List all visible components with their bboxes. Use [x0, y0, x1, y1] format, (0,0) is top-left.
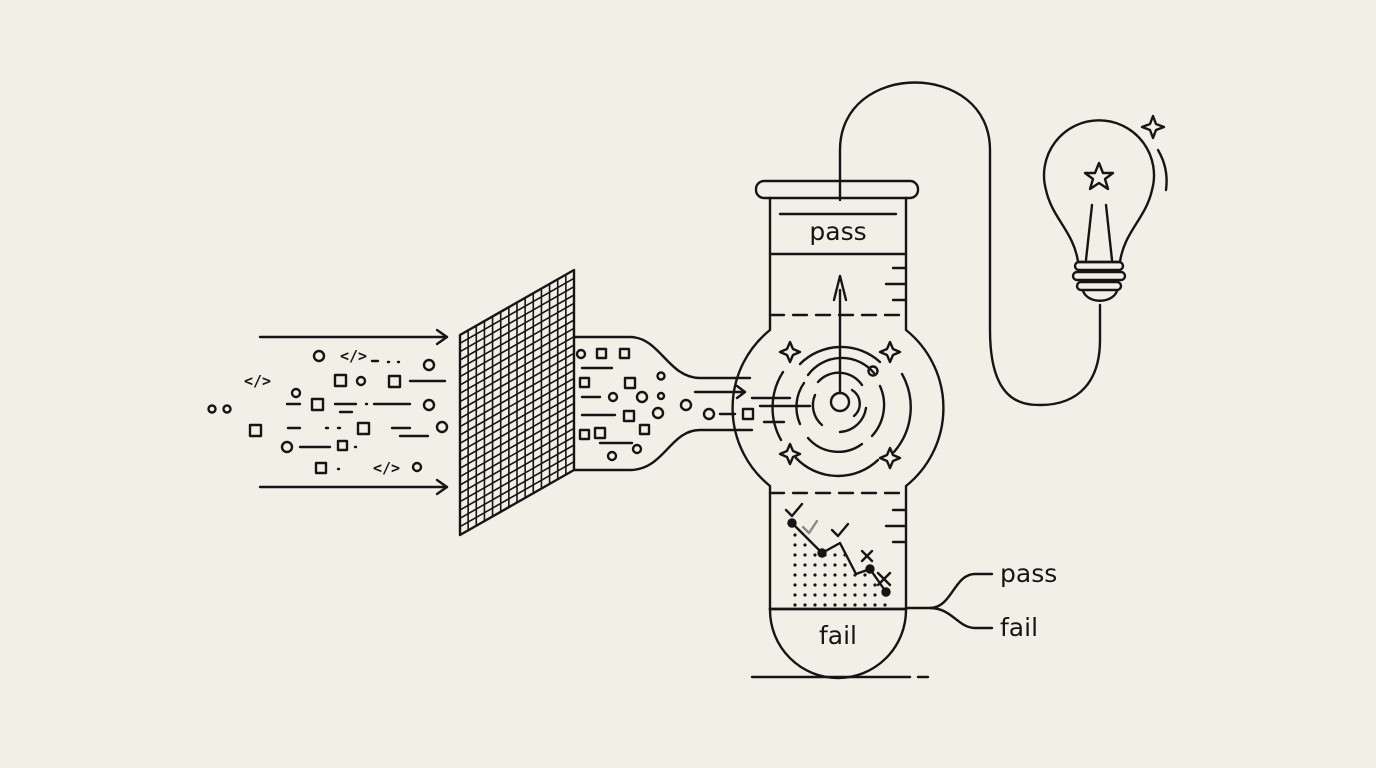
grid-line: [459, 352, 575, 420]
code-glyph: </>: [373, 459, 400, 477]
flask-icon: [731, 179, 945, 680]
grid-line: [459, 385, 575, 453]
sparkle-icon: [1140, 114, 1166, 140]
input-data-particles: [207, 349, 449, 475]
grid-line: [459, 344, 575, 411]
grid-line: [459, 369, 575, 436]
cable-icon: [838, 81, 1102, 407]
grid-line: [459, 327, 575, 395]
check-icon: [784, 502, 804, 518]
gauge-needle-icon: [771, 274, 912, 478]
check-icon: [801, 519, 819, 535]
lightbulb-icon: [1042, 119, 1168, 302]
grid-line: [459, 444, 575, 511]
grid-line: [459, 377, 575, 445]
grid-line: [459, 402, 575, 470]
filter-grid-icon: [458, 268, 576, 537]
flask-pass-label: pass: [809, 217, 866, 246]
grid-line: [459, 360, 575, 428]
grid-line: [459, 410, 575, 478]
cross-icon: [860, 549, 874, 563]
grid-line: [459, 419, 575, 486]
cross-icon: [876, 571, 892, 587]
flask-fail-label: fail: [819, 621, 857, 650]
arrow-icon: [258, 478, 449, 496]
grid-line: [459, 294, 575, 361]
arrow-icon: [258, 328, 449, 346]
star-icon: [1083, 161, 1115, 191]
side-fail-label: fail: [1000, 613, 1038, 642]
code-glyph: </>: [340, 347, 367, 365]
grid-line: [459, 427, 575, 495]
grid-line: [459, 285, 575, 353]
pass-fail-brackets: [904, 572, 994, 630]
sparkle-icon: [778, 442, 802, 466]
sparkle-icon: [778, 340, 802, 364]
grid-line: [459, 310, 575, 378]
grid-line: [459, 452, 575, 520]
code-glyph: </>: [244, 372, 271, 390]
grid-line: [459, 277, 575, 345]
sparkle-icon: [878, 446, 902, 470]
test-results-chart: [784, 502, 892, 607]
grid-line: [459, 460, 575, 528]
grid-line: [459, 319, 575, 386]
grid-line: [459, 394, 575, 461]
check-icon: [830, 522, 850, 538]
side-pass-label: pass: [1000, 559, 1057, 588]
grid-line: [459, 335, 575, 403]
funnel-particles: [575, 347, 812, 462]
grid-line: [459, 302, 575, 370]
sparkle-icon: [878, 340, 902, 364]
funnel-pipe-icon: [572, 335, 754, 472]
grid-line: [459, 435, 575, 503]
